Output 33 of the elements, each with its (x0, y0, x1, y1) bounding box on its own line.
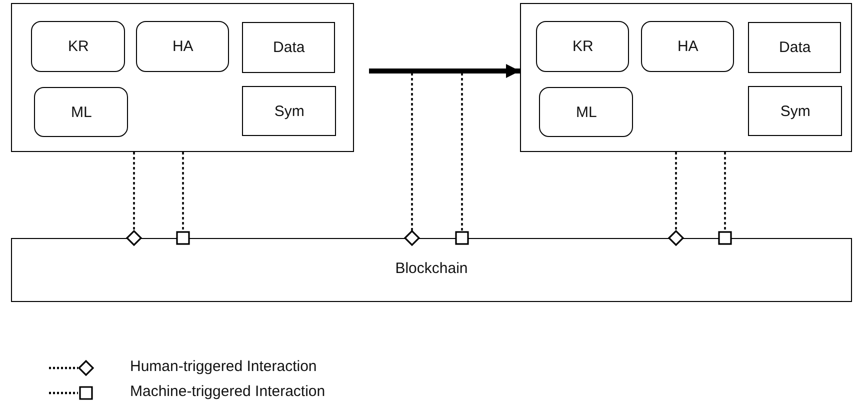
rounded-box (136, 21, 230, 72)
process-box (748, 86, 842, 136)
node-label: Blockchain (395, 260, 468, 277)
arrow (369, 64, 520, 78)
node-label: ML (70, 104, 92, 121)
rounded-box (536, 21, 630, 72)
node-label: Data (273, 39, 305, 56)
connector-line (668, 152, 684, 246)
node-label: HA (677, 38, 698, 56)
connector-line (126, 152, 142, 246)
rounded-box (31, 21, 126, 72)
process-box (242, 22, 336, 74)
connector-line (455, 73, 469, 245)
container-box (11, 3, 354, 152)
connector-line (404, 73, 420, 246)
legend-label: Machine-triggered Interaction (130, 383, 326, 400)
container-box (520, 3, 852, 152)
node-label: Sym (780, 102, 810, 120)
node-label: Sym (274, 102, 304, 120)
rounded-box (539, 87, 634, 138)
node-label: Data (779, 39, 811, 56)
legend-label: Human-triggered Interaction (130, 358, 317, 375)
process-box (748, 22, 842, 74)
rounded-box (641, 21, 734, 72)
blockchain-bar (11, 238, 852, 302)
node-label: KR (68, 38, 89, 56)
node-label: HA (172, 38, 194, 56)
node-label: ML (576, 104, 597, 121)
node-label: KR (572, 38, 594, 56)
rounded-box (34, 87, 128, 138)
process-box (242, 86, 336, 136)
connector-line (718, 152, 732, 245)
connector-line (176, 152, 190, 245)
